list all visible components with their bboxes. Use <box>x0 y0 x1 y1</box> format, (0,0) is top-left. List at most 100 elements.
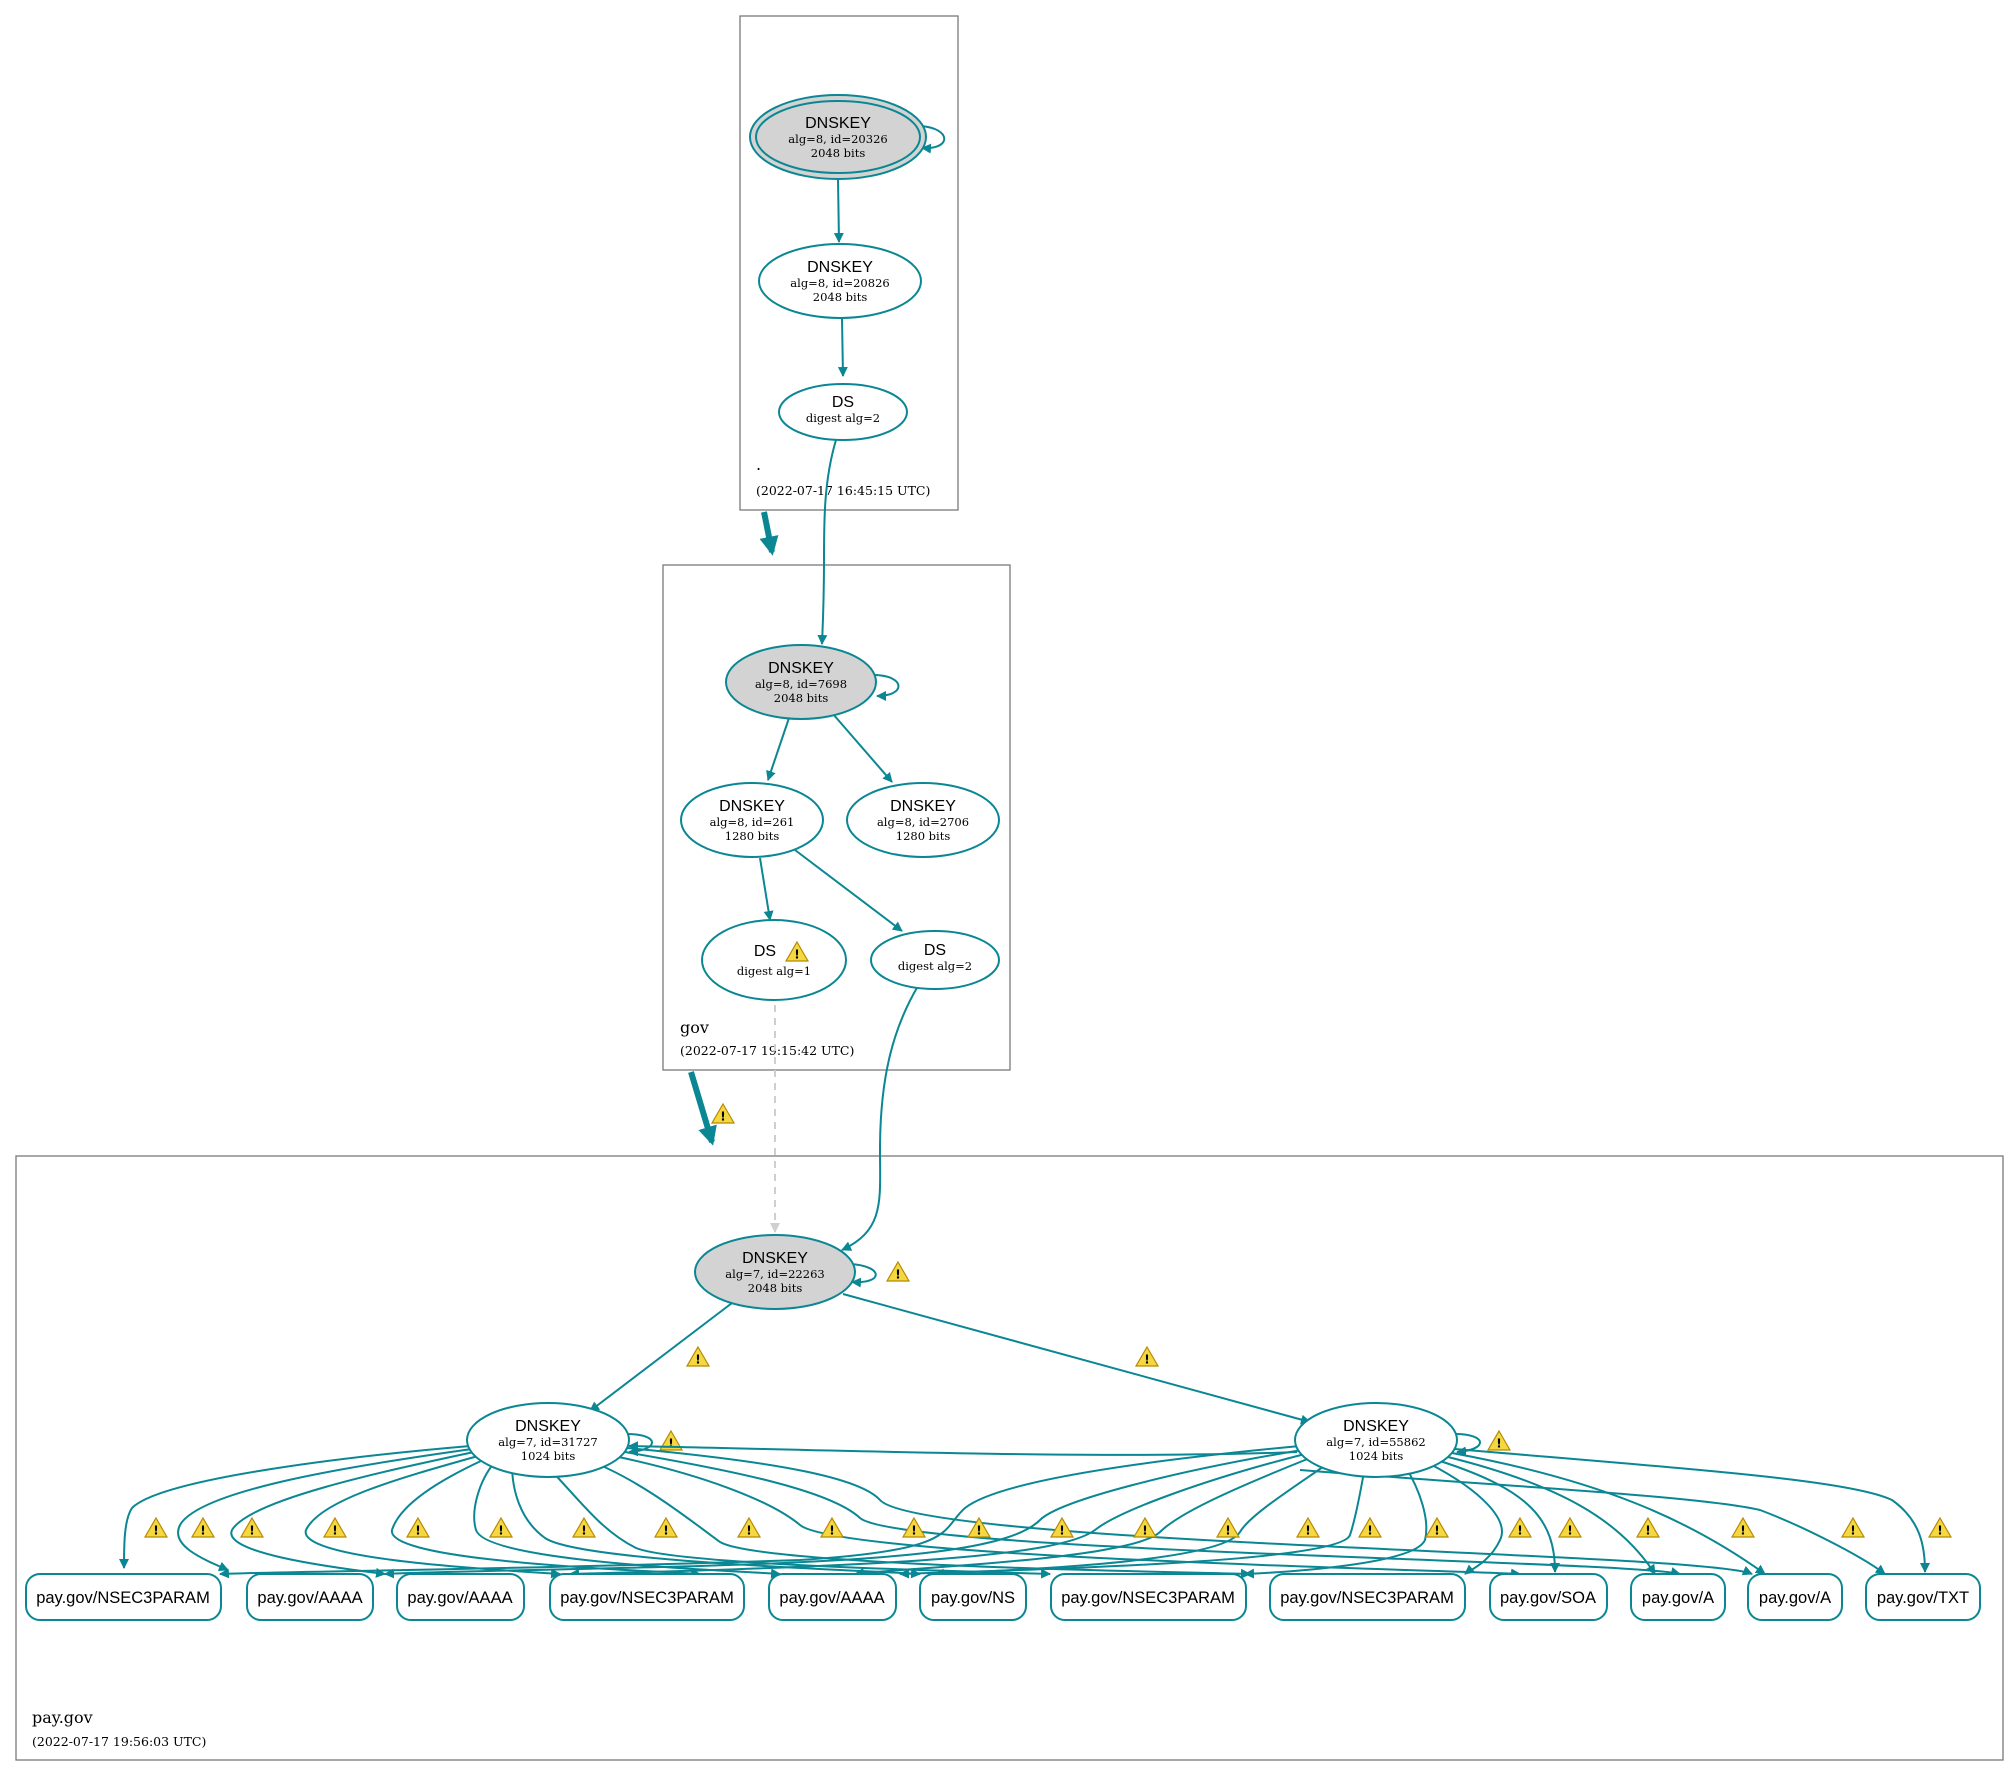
node-detail: 1280 bits <box>725 829 780 843</box>
node-title: DNSKEY <box>805 115 871 132</box>
warning-icon <box>1135 1346 1159 1368</box>
warning-icon <box>1358 1517 1382 1539</box>
rrset-label: pay.gov/NSEC3PARAM <box>1061 1589 1235 1607</box>
dnskey-node-root-ksk[interactable]: DNSKEY alg=8, id=20326 2048 bits <box>749 94 927 180</box>
zone-name: . <box>756 455 761 474</box>
rrset-node[interactable]: pay.gov/NSEC3PARAM <box>549 1573 745 1621</box>
zone-name: pay.gov <box>32 1708 93 1727</box>
node-title: DNSKEY <box>719 798 785 815</box>
rrset-node[interactable]: pay.gov/SOA <box>1489 1573 1608 1621</box>
node-detail: 1024 bits <box>521 1449 576 1463</box>
edge-pay-zsk2-self <box>1454 1433 1481 1457</box>
rrset-node[interactable]: pay.gov/AAAA <box>246 1573 374 1621</box>
rrsig-warnings <box>144 1517 1952 1539</box>
rrset-label: pay.gov/A <box>1642 1589 1714 1607</box>
zone-pay-gov: pay.gov (2022-07-17 19:56:03 UTC) <box>15 1155 2004 1761</box>
rrset-label: pay.gov/TXT <box>1877 1589 1969 1607</box>
rrset-node[interactable]: pay.gov/NSEC3PARAM <box>1050 1573 1247 1621</box>
warning-icon <box>737 1517 761 1539</box>
warning-icon <box>820 1517 844 1539</box>
node-title: DNSKEY <box>890 798 956 815</box>
rrset-label: pay.gov/SOA <box>1500 1589 1596 1607</box>
dnskey-node-gov-zsk-261[interactable]: DNSKEY alg=8, id=261 1280 bits <box>680 782 824 858</box>
rrset-node[interactable]: pay.gov/A <box>1630 1573 1726 1621</box>
rrset-node[interactable]: pay.gov/NS <box>919 1573 1027 1621</box>
edge-root-ds-gov-ksk <box>817 439 837 645</box>
node-detail: 2048 bits <box>811 146 866 160</box>
ds-node-gov-digest2[interactable]: DS digest alg=2 <box>870 930 1000 990</box>
warning-icon <box>1216 1517 1240 1539</box>
rrset-label: pay.gov/NSEC3PARAM <box>36 1589 210 1607</box>
dnskey-node-gov-ksk[interactable]: DNSKEY alg=8, id=7698 2048 bits <box>725 644 877 720</box>
warning-icon <box>191 1517 215 1539</box>
edge-gov-zsk1-ds1 <box>759 857 774 921</box>
edge-gov-zsk1-ds2 <box>794 849 903 932</box>
warning-icon <box>1050 1517 1074 1539</box>
rrset-node[interactable]: pay.gov/AAAA <box>396 1573 525 1621</box>
warning-icon <box>686 1346 710 1368</box>
dnskey-node-pay-zsk-55862[interactable]: DNSKEY alg=7, id=55862 1024 bits <box>1294 1402 1458 1478</box>
dnskey-node-root-zsk[interactable]: DNSKEY alg=8, id=20826 2048 bits <box>758 243 922 319</box>
rrset-node[interactable]: pay.gov/TXT <box>1865 1573 1981 1621</box>
node-detail: digest alg=1 <box>737 964 811 978</box>
node-detail: 2048 bits <box>748 1281 803 1295</box>
ds-node-root[interactable]: DS digest alg=2 <box>778 383 908 441</box>
warning-icon <box>902 1517 926 1539</box>
warning-icon <box>1636 1517 1660 1539</box>
warning-icon <box>240 1517 264 1539</box>
warning-icon <box>489 1517 513 1539</box>
rrset-label: pay.gov/NSEC3PARAM <box>560 1589 734 1607</box>
node-detail: alg=8, id=20826 <box>790 276 889 290</box>
edge-pay-zsk2-zsk1 <box>628 1441 1298 1456</box>
rrset-label: pay.gov/AAAA <box>407 1589 512 1607</box>
rrset-node[interactable]: pay.gov/NSEC3PARAM <box>1269 1573 1466 1621</box>
node-detail: 1024 bits <box>1349 1449 1404 1463</box>
node-title: DNSKEY <box>1343 1418 1409 1435</box>
warning-icon <box>1487 1430 1511 1452</box>
dnskey-node-gov-zsk-2706[interactable]: DNSKEY alg=8, id=2706 1280 bits <box>846 782 1000 858</box>
dnskey-node-pay-ksk[interactable]: DNSKEY alg=7, id=22263 2048 bits <box>694 1234 856 1310</box>
warning-icon <box>1928 1517 1952 1539</box>
node-detail: alg=7, id=31727 <box>498 1435 597 1449</box>
node-detail: alg=8, id=261 <box>710 815 795 829</box>
node-detail: 2048 bits <box>774 691 829 705</box>
rrset-node[interactable]: pay.gov/AAAA <box>768 1573 897 1621</box>
warning-icon <box>711 1103 735 1125</box>
dnskey-node-pay-zsk-31727[interactable]: DNSKEY alg=7, id=31727 1024 bits <box>466 1402 630 1478</box>
edge-gov-ksk-zsk1 <box>766 717 790 781</box>
rrsig-edges-zsk1 <box>119 1445 1753 1579</box>
warning-icon <box>572 1517 596 1539</box>
node-detail: 2048 bits <box>813 290 868 304</box>
warning-icon <box>1296 1517 1320 1539</box>
edge-root-zsk-ds <box>837 317 848 377</box>
node-detail: alg=7, id=55862 <box>1326 1435 1425 1449</box>
node-detail: alg=7, id=22263 <box>725 1267 824 1281</box>
warning-icon <box>654 1517 678 1539</box>
edge-pay-ksk-zsk1 <box>589 1302 733 1412</box>
ds-node-gov-digest1[interactable]: DS digest alg=1 <box>701 919 847 1001</box>
warning-icon <box>406 1517 430 1539</box>
warning-icon <box>1133 1517 1157 1539</box>
edge-root-ksk-self <box>919 125 946 154</box>
warning-icon <box>1841 1517 1865 1539</box>
node-title: DNSKEY <box>807 259 873 276</box>
zone-timestamp: (2022-07-17 16:45:15 UTC) <box>756 483 930 498</box>
warning-icon <box>144 1517 168 1539</box>
node-title: DS <box>924 942 946 959</box>
rrset-node[interactable]: pay.gov/A <box>1747 1573 1843 1621</box>
zone-name: gov <box>680 1018 709 1037</box>
node-detail: alg=8, id=20326 <box>788 132 887 146</box>
edge-gov-ds2-pay-ksk <box>841 985 919 1251</box>
rrset-label: pay.gov/AAAA <box>257 1589 362 1607</box>
rrset-label: pay.gov/A <box>1759 1589 1831 1607</box>
node-title: DNSKEY <box>742 1250 808 1267</box>
zone-timestamp: (2022-07-17 19:15:42 UTC) <box>680 1043 854 1058</box>
node-title: DNSKEY <box>768 660 834 677</box>
rrset-node[interactable]: pay.gov/NSEC3PARAM <box>25 1573 222 1621</box>
edge-gov-ksk-self <box>874 674 900 701</box>
rrset-label: pay.gov/AAAA <box>779 1589 884 1607</box>
warning-icon <box>323 1517 347 1539</box>
edge-pay-ksk-self <box>849 1263 877 1288</box>
node-detail: digest alg=2 <box>898 959 972 973</box>
delegation-arrow-gov-paygov <box>688 1071 717 1146</box>
